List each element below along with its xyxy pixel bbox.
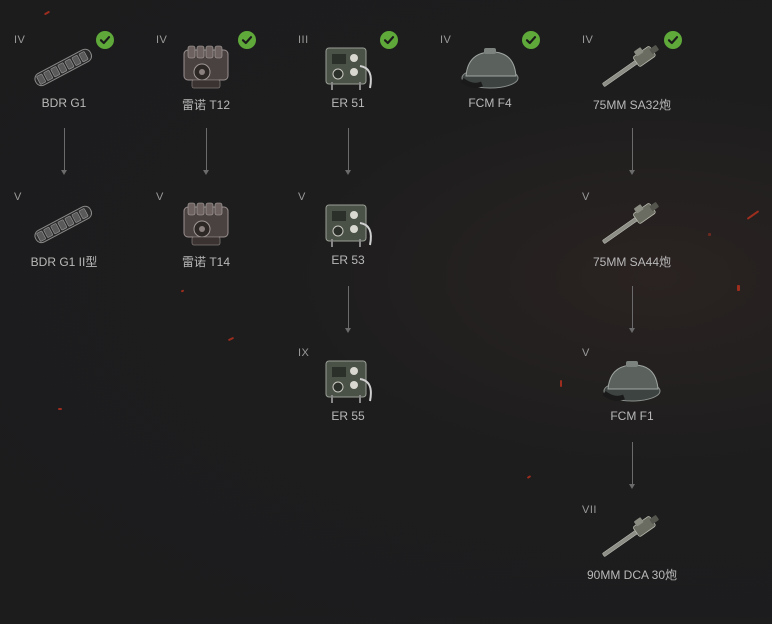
module-name: 雷诺 T14 xyxy=(181,255,230,269)
module-fcm-f4[interactable]: IV FCM F4 xyxy=(430,31,572,154)
turret-icon xyxy=(596,355,666,405)
module-name: ER 53 xyxy=(331,253,365,267)
module-leno-t14[interactable]: V 雷诺 T14 xyxy=(146,191,288,311)
turret-icon xyxy=(454,42,524,92)
tier-label: IV xyxy=(156,34,168,46)
upgrade-arrow xyxy=(629,128,636,175)
engine-icon xyxy=(170,199,240,249)
tier-label: V xyxy=(156,191,164,203)
tier-label: IV xyxy=(440,34,452,46)
module-75mm-sa44[interactable]: V 75MM SA44炮 xyxy=(572,191,714,311)
tier-label: V xyxy=(582,191,590,203)
researched-check-icon xyxy=(380,31,398,49)
tier-label: IV xyxy=(14,34,26,46)
ember-spark xyxy=(560,380,562,387)
module-er51[interactable]: III ER 51 xyxy=(288,31,430,154)
tier-label: V xyxy=(582,347,590,359)
module-name: BDR G1 xyxy=(41,96,87,110)
tier-label: VII xyxy=(582,504,597,516)
tier-label: IV xyxy=(582,34,594,46)
module-fcm-f1[interactable]: V FCM F1 xyxy=(572,347,714,467)
researched-check-icon xyxy=(664,31,682,49)
tracks-icon xyxy=(28,199,98,249)
module-name: BDR G1 II型 xyxy=(30,255,98,269)
radio-icon xyxy=(312,199,382,249)
engine-icon xyxy=(170,42,240,92)
researched-check-icon xyxy=(96,31,114,49)
module-name: 75MM SA32炮 xyxy=(592,98,672,112)
module-name: ER 55 xyxy=(331,409,365,423)
module-90mm-dca30[interactable]: VII 90MM DCA 30炮 xyxy=(572,504,714,624)
upgrade-arrow xyxy=(203,128,210,175)
module-75mm-sa32[interactable]: IV 75MM SA32炮 xyxy=(572,31,714,154)
researched-check-icon xyxy=(522,31,540,49)
upgrade-arrow xyxy=(345,128,352,175)
module-name: 雷诺 T12 xyxy=(181,98,230,112)
ember-spark xyxy=(58,408,62,410)
module-name: 75MM SA44炮 xyxy=(592,255,672,269)
upgrade-arrow xyxy=(345,286,352,333)
upgrade-arrow xyxy=(61,128,68,175)
module-bdr-g1-ii[interactable]: V BDR G1 II型 xyxy=(4,191,146,311)
module-bdr-g1[interactable]: IV BDR G1 xyxy=(4,31,146,154)
ember-spark xyxy=(526,475,532,479)
tier-label: IX xyxy=(298,347,310,359)
tier-label: V xyxy=(298,191,306,203)
module-leno-t12[interactable]: IV 雷诺 T12 xyxy=(146,31,288,154)
tracks-icon xyxy=(28,42,98,92)
upgrade-arrow xyxy=(629,442,636,489)
module-er55[interactable]: IX ER 55 xyxy=(288,347,430,467)
gun-icon xyxy=(596,199,666,249)
gun-icon xyxy=(596,42,666,92)
researched-check-icon xyxy=(238,31,256,49)
module-er53[interactable]: V ER 53 xyxy=(288,191,430,311)
gun-icon xyxy=(596,512,666,562)
module-name: ER 51 xyxy=(331,96,365,110)
ember-spark xyxy=(737,285,740,291)
upgrade-arrow xyxy=(629,286,636,333)
tier-label: III xyxy=(298,34,309,46)
module-name: FCM F4 xyxy=(468,96,512,110)
ember-spark xyxy=(43,10,51,16)
radio-icon xyxy=(312,355,382,405)
module-name: 90MM DCA 30炮 xyxy=(586,568,678,582)
ember-spark xyxy=(227,336,235,342)
tier-label: V xyxy=(14,191,22,203)
ember-spark xyxy=(746,210,760,220)
module-name: FCM F1 xyxy=(610,409,654,423)
radio-icon xyxy=(312,42,382,92)
ember-spark xyxy=(708,233,711,236)
